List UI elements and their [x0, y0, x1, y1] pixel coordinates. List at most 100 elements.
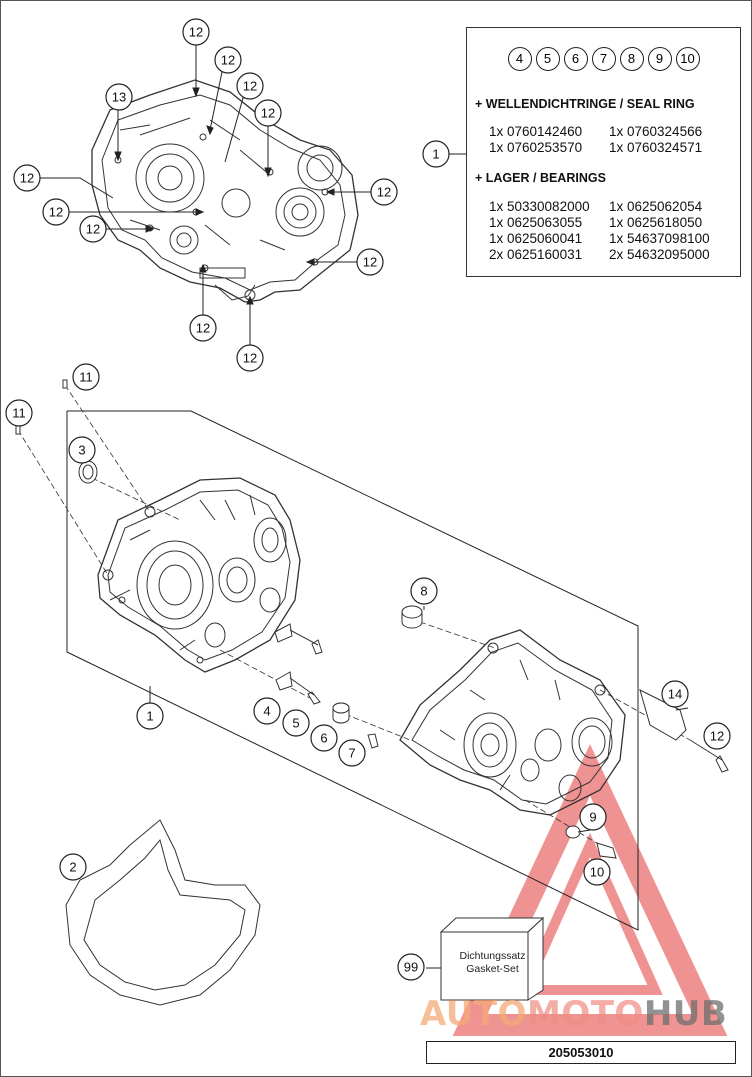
callout-number: 5	[292, 716, 299, 731]
callout-number: 6	[320, 731, 327, 746]
left-crankcase-half	[97, 477, 301, 673]
top-leaders	[40, 44, 371, 345]
callout-circle	[72, 363, 100, 391]
washer-a	[274, 623, 293, 643]
callout-number: 12	[243, 79, 257, 94]
callout-circle	[583, 858, 611, 886]
callout-12: 12	[13, 164, 41, 192]
sleeve-7	[367, 733, 379, 749]
callout-circle	[182, 18, 210, 46]
callout-number: 1	[146, 709, 153, 724]
callout-number: 9	[589, 810, 596, 825]
callout-circle	[410, 577, 438, 605]
bolt-12	[689, 739, 729, 773]
callout-number: 10	[590, 865, 604, 880]
callout-number: 1	[432, 147, 439, 162]
callout-circle	[703, 722, 731, 750]
callout-number: 7	[348, 746, 355, 761]
callout-number: 12	[221, 53, 235, 68]
callout-number: 12	[196, 321, 210, 336]
callout-4: 4	[253, 697, 281, 725]
assembly-outline	[66, 410, 639, 931]
callout-circle	[422, 140, 450, 168]
callout-1-infobox: 1	[422, 140, 450, 168]
callout-circle	[661, 680, 689, 708]
callout-circle	[579, 803, 607, 831]
info-box-callout: 9	[647, 47, 672, 71]
callout-12: 12	[214, 46, 242, 74]
callout-circle	[254, 99, 282, 127]
gasket-2	[65, 819, 261, 1006]
crankcase-overview	[91, 79, 359, 303]
callout-number: 12	[377, 185, 391, 200]
bearings-heading: + LAGER / BEARINGS	[475, 171, 606, 185]
callout-14: 14	[661, 680, 689, 708]
callout-number: 14	[668, 687, 682, 702]
callout-circle	[68, 436, 96, 464]
callout-99: 99	[397, 953, 425, 981]
small-parts	[15, 379, 729, 859]
callout-1: 1	[136, 702, 164, 730]
callout-circle	[79, 215, 107, 243]
main-leaders	[82, 461, 689, 969]
callout-circle	[397, 953, 425, 981]
callout-6: 6	[310, 724, 338, 752]
callout-number: 13	[112, 90, 126, 105]
callout-12: 12	[189, 314, 217, 342]
callout-number: 4	[263, 704, 270, 719]
watermark-triangle	[452, 744, 728, 1036]
callout-circle	[13, 164, 41, 192]
callout-number: 12	[363, 255, 377, 270]
callout-12: 12	[236, 72, 264, 100]
info-box-callout: 6	[563, 47, 588, 71]
callout-number: 2	[69, 860, 76, 875]
callout-circle	[310, 724, 338, 752]
callout-11: 11	[5, 399, 33, 427]
callout-circle	[42, 198, 70, 226]
callout-9: 9	[579, 803, 607, 831]
callout-circle	[338, 739, 366, 767]
callout-8: 8	[410, 577, 438, 605]
callout-number: 12	[261, 106, 275, 121]
washer-b	[275, 671, 293, 691]
gasket-set-label-de: Dichtungssatz	[459, 950, 526, 962]
callout-circle	[356, 248, 384, 276]
dowel-pin-11a	[15, 425, 21, 435]
watermark-text-auto: AUTO	[420, 994, 527, 1034]
callout-12: 12	[703, 722, 731, 750]
watermark-text-hub: HUB	[643, 994, 728, 1034]
seal-ring-heading: + WELLENDICHTRINGE / SEAL RING	[475, 97, 695, 111]
watermark-text-moto: MOTO	[526, 994, 644, 1034]
callout-12: 12	[79, 215, 107, 243]
callout-7: 7	[338, 739, 366, 767]
callout-12: 12	[182, 18, 210, 46]
gasket-set-box	[439, 916, 545, 1001]
callout-circle	[370, 178, 398, 206]
callout-number: 12	[49, 205, 63, 220]
right-crankcase-half	[399, 629, 626, 816]
callout-10: 10	[583, 858, 611, 886]
callout-3: 3	[68, 436, 96, 464]
callout-number: 8	[420, 584, 427, 599]
info-box-callout: 5	[535, 47, 560, 71]
callout-circle	[136, 702, 164, 730]
gasket-set-label-en: Gasket-Set	[466, 963, 519, 975]
gasket-set-label: Dichtungssatz Gasket-Set	[445, 950, 540, 976]
dowel-pin-11b	[62, 379, 68, 389]
callout-number: 12	[243, 351, 257, 366]
callout-circle	[105, 83, 133, 111]
callout-12: 12	[370, 178, 398, 206]
info-box-callout: 4	[507, 47, 532, 71]
info-box-callout: 10	[675, 47, 700, 71]
watermark-logo: AUTOMOTOHUB	[420, 994, 745, 1034]
